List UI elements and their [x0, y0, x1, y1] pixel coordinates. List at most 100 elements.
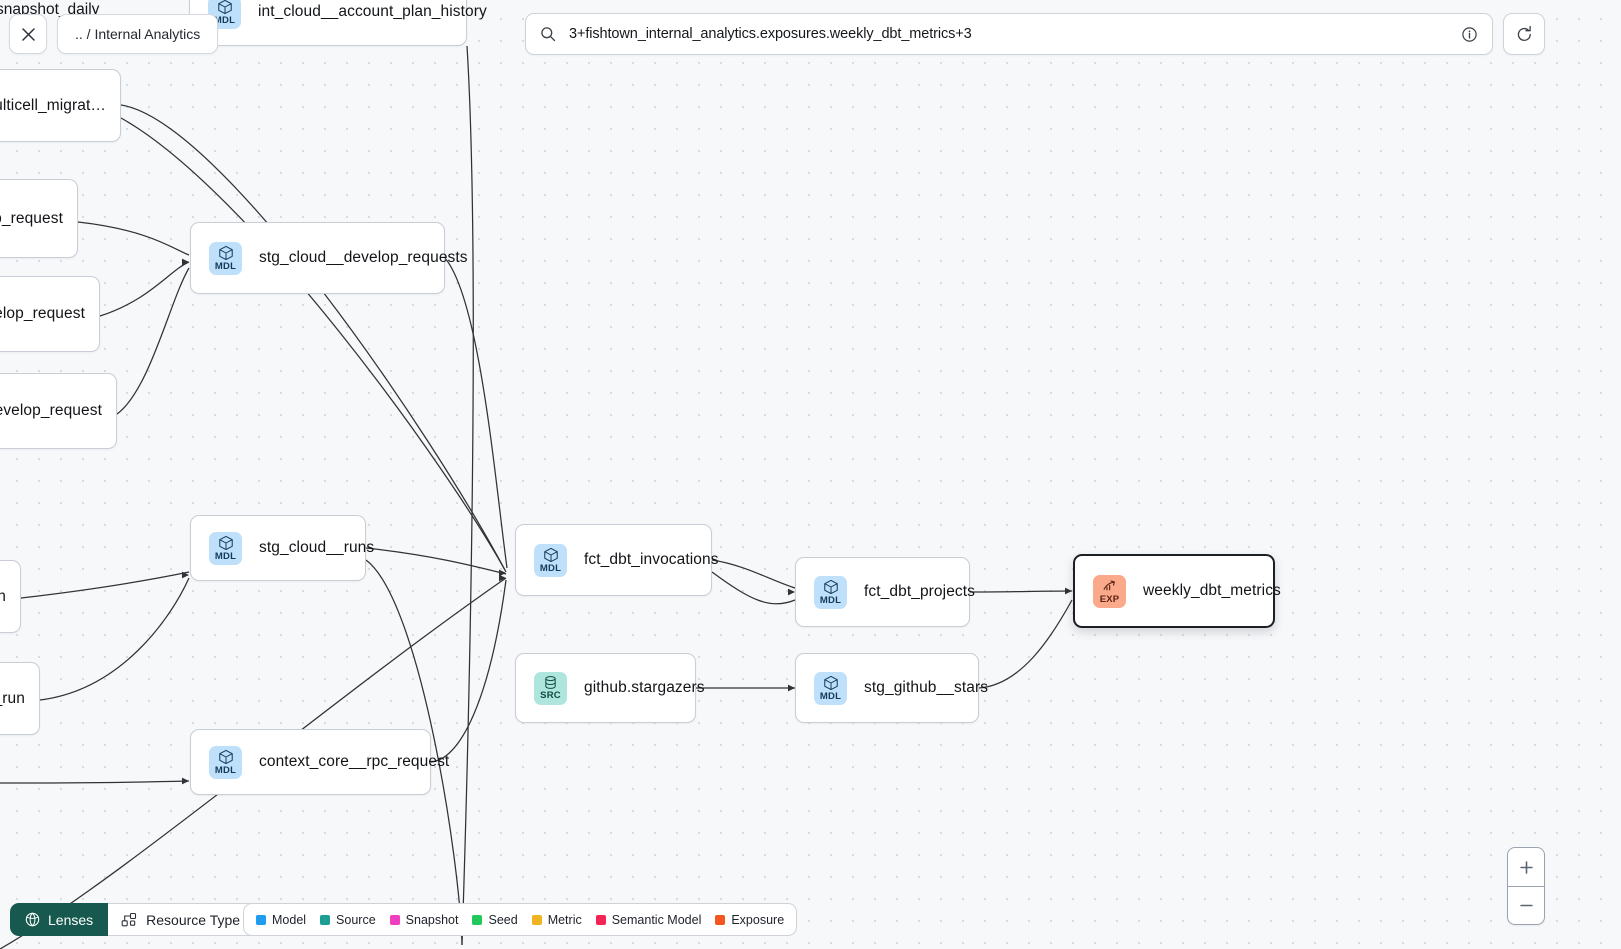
src-badge-icon: SRC: [534, 671, 567, 705]
badge-label: MDL: [819, 690, 842, 702]
lineage-node-develop_request_2[interactable]: _develop_request: [0, 373, 117, 449]
lineage-edge: [978, 599, 1073, 689]
lineage-node-fct_dbt_invocations[interactable]: MDL fct_dbt_invocations: [515, 524, 719, 596]
lineage-node-label: stg_cloud__develop_requests: [259, 249, 468, 266]
lineage-node-label: weekly_dbt_metrics: [1143, 582, 1281, 599]
badge-label: EXP: [1099, 593, 1120, 605]
lineage-node-stg_cloud_develop_requests[interactable]: MDL stg_cloud__develop_requests: [190, 222, 468, 294]
search-input[interactable]: [567, 25, 1461, 43]
lineage-node-partial_n[interactable]: n: [0, 560, 21, 633]
legend-swatch: [595, 914, 606, 925]
mdl-badge-icon: MDL: [534, 543, 567, 577]
lineage-edge: [120, 104, 506, 571]
mdl-badge-icon: MDL: [209, 531, 242, 565]
clipped-node-label: snapshot_daily: [0, 1, 100, 18]
lineage-node-label: stg_github__stars: [864, 679, 989, 696]
lineage-edge-arrow: [182, 777, 189, 785]
lineage-edge: [99, 261, 190, 317]
legend-swatch: [389, 914, 400, 925]
breadcrumb[interactable]: .. / Internal Analytics: [57, 14, 219, 54]
lineage-node-multicell_migrate[interactable]: multicell_migrat…: [0, 69, 121, 142]
badge-label: MDL: [213, 14, 236, 26]
badge-label: MDL: [214, 764, 237, 776]
lineage-node-develop_request_1[interactable]: velop_request: [0, 276, 100, 352]
search-bar[interactable]: [525, 13, 1493, 55]
lineage-node-weekly_dbt_metrics[interactable]: EXP weekly_dbt_metrics: [1073, 554, 1281, 628]
lineage-node-label: fct_dbt_invocations: [584, 551, 719, 568]
plus-icon: [1519, 860, 1533, 874]
lineage-node-label: n: [0, 587, 6, 605]
legend-item[interactable]: Metric: [531, 913, 582, 927]
lineage-node-label: multicell_migrat…: [0, 96, 106, 114]
legend-item[interactable]: Seed: [472, 913, 518, 927]
lineage-node-label: velop_request: [0, 305, 85, 322]
lineage-node-label: context_core__rpc_request: [259, 753, 450, 770]
lenses-button[interactable]: Lenses: [10, 903, 109, 936]
mdl-badge-icon: MDL: [814, 671, 847, 705]
legend-label: Source: [336, 912, 376, 927]
lineage-edge-arrow: [788, 684, 795, 692]
mdl-badge-icon: MDL: [814, 575, 847, 609]
legend-item[interactable]: Exposure: [715, 913, 784, 927]
legend-swatch: [320, 914, 331, 925]
lineage-edge: [77, 221, 190, 256]
resource-type-icon: [121, 912, 137, 926]
lineage-node-github_stargazers[interactable]: SRC github.stargazers: [515, 653, 705, 723]
lineage-node-stg_cloud_runs[interactable]: MDL stg_cloud__runs: [190, 515, 374, 581]
lineage-edge-arrow: [788, 588, 795, 596]
lineage-edge: [120, 117, 507, 573]
lineage-node-partial_run[interactable]: _run: [0, 662, 40, 735]
search-icon: [541, 27, 556, 42]
lineage-node-op_request[interactable]: p_request: [0, 179, 78, 258]
info-icon[interactable]: [1461, 26, 1478, 43]
legend-swatch: [715, 914, 726, 925]
lens-icon: [25, 912, 40, 927]
lineage-node-label: stg_cloud__runs: [259, 539, 375, 556]
badge-label: MDL: [819, 594, 842, 606]
lineage-edge-arrow: [182, 571, 189, 579]
legend-item[interactable]: Source: [320, 913, 376, 927]
lineage-node-fct_dbt_projects[interactable]: MDL fct_dbt_projects: [795, 557, 975, 627]
lineage-edge: [20, 571, 190, 599]
exp-badge-icon: EXP: [1093, 574, 1126, 608]
lineage-edge: [461, 45, 474, 946]
refresh-icon: [1517, 25, 1531, 41]
lineage-edge-arrow: [499, 569, 506, 577]
lineage-node-label: _run: [0, 689, 25, 707]
legend-swatch: [472, 914, 483, 925]
lineage-edge: [39, 577, 190, 701]
lineage-edge: [711, 559, 796, 589]
lineage-edge: [116, 267, 190, 415]
bottom-toolbar: Lenses Resource Type: [10, 903, 276, 936]
close-button[interactable]: [9, 14, 47, 54]
zoom-out-button[interactable]: [1508, 886, 1544, 924]
legend-swatch: [531, 914, 542, 925]
refresh-button[interactable]: [1503, 13, 1545, 55]
lineage-node-stg_github_stars[interactable]: MDL stg_github__stars: [795, 653, 988, 723]
lineage-node-label: _develop_request: [0, 402, 102, 419]
lineage-node-context_core_rpc_request[interactable]: MDL context_core__rpc_request: [190, 729, 449, 795]
badge-label: MDL: [214, 260, 237, 272]
legend-label: Snapshot: [405, 912, 459, 927]
legend-swatch: [256, 914, 266, 925]
lineage-node-int_cloud_account_plan_history[interactable]: MDL int_cloud__account_plan_history: [189, 0, 487, 46]
legend-item[interactable]: Snapshot: [389, 912, 459, 927]
legend-label: Model: [272, 912, 307, 927]
zoom-in-button[interactable]: [1508, 848, 1544, 886]
lineage-node-label: p_request: [0, 209, 63, 227]
badge-label: SRC: [540, 690, 561, 701]
lineage-edge: [444, 257, 508, 569]
legend-label: Semantic Model: [611, 912, 702, 927]
minus-icon: [1519, 904, 1533, 907]
legend-item[interactable]: Semantic Model: [595, 912, 702, 927]
lineage-node-label: github.stargazers: [584, 679, 705, 696]
lineage-edge-arrow: [1065, 587, 1072, 595]
lineage-edge: [430, 579, 507, 763]
legend-item[interactable]: Model: [256, 913, 306, 927]
badge-label: MDL: [539, 562, 562, 574]
lineage-edge-arrow: [182, 258, 189, 266]
lineage-node-label: int_cloud__account_plan_history: [258, 3, 487, 20]
lineage-node-label: fct_dbt_projects: [864, 583, 976, 600]
